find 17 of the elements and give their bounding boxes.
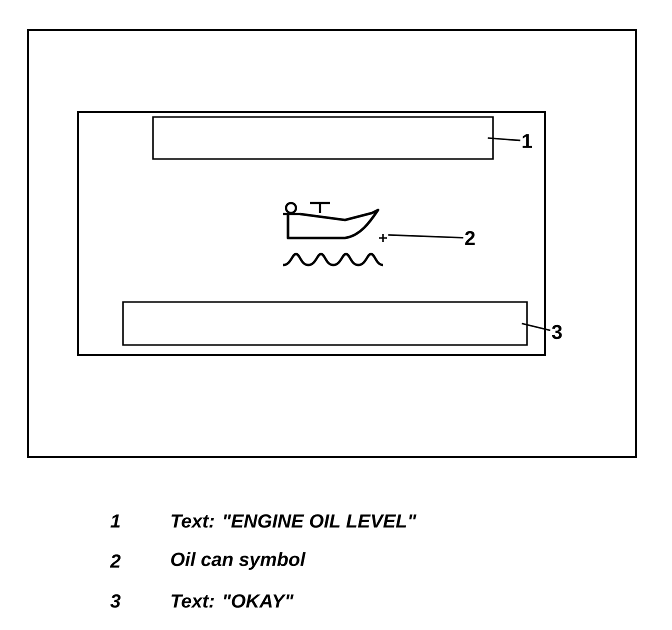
display-panel <box>77 111 546 356</box>
text-field <box>152 116 494 160</box>
callout-number: 1 <box>522 134 532 148</box>
leader-line <box>488 137 520 142</box>
key-text: Text: "ENGINE OIL LEVEL" <box>172 514 416 528</box>
callout-number: 3 <box>110 594 121 608</box>
key-text: Text: "OKAY" <box>172 594 294 608</box>
callout-number: 3 <box>552 324 562 340</box>
callout-number: 2 <box>110 554 121 568</box>
callout-number: 2 <box>465 231 475 245</box>
text-field <box>122 301 528 346</box>
callout-number: 1 <box>110 514 120 528</box>
key-text: Oil can symbol <box>171 552 306 570</box>
oil-can-icon <box>282 202 388 266</box>
leader-line <box>388 234 464 239</box>
leader-line <box>522 322 550 332</box>
outer-frame <box>27 29 637 458</box>
